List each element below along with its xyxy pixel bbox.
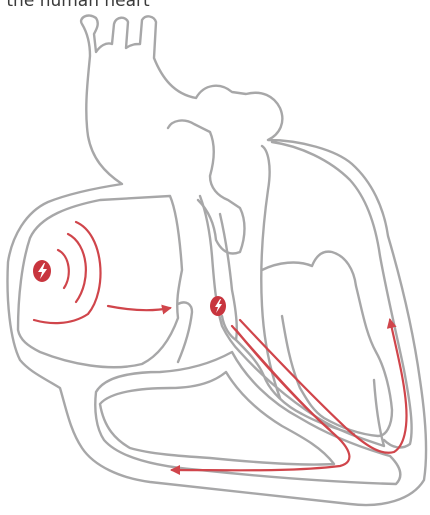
av-node [210, 296, 226, 316]
ventricle-outer [95, 352, 400, 484]
sa-to-av-arrow [108, 306, 170, 310]
heart-outer-outline [8, 16, 427, 505]
sa-node [33, 260, 51, 282]
bundle-branch-left [172, 326, 349, 470]
sa-signal-arc-1 [58, 250, 69, 288]
sa-signal-arc-2 [68, 234, 86, 302]
mitral-valve [220, 214, 237, 340]
tricuspid-valve [178, 302, 192, 362]
